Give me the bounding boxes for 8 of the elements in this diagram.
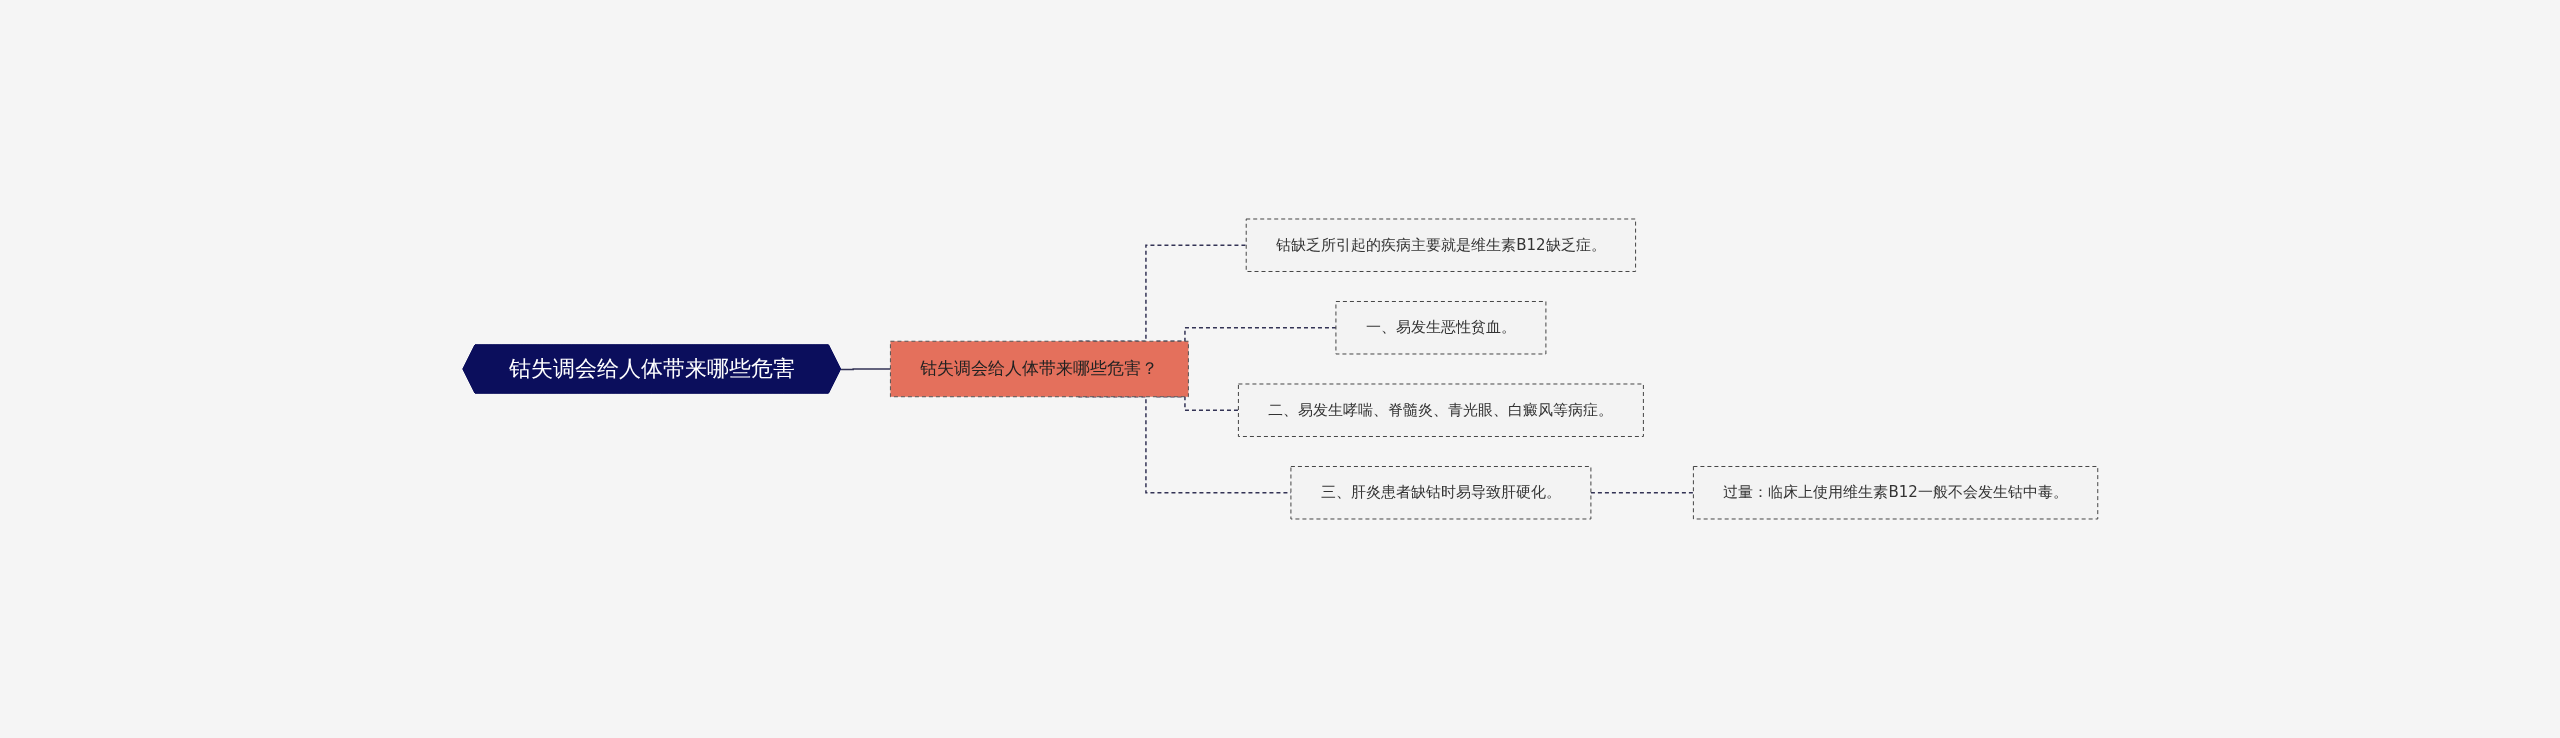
connector [1589, 492, 1694, 494]
node-box: 一、易发生恶性贫血。 [1335, 301, 1546, 355]
connector [839, 368, 891, 371]
node-box: 钴缺乏所引起的疾病主要就是维生素B12缺乏症。 [1245, 218, 1636, 272]
node-box: 钴失调会给人体带来哪些危害？ [889, 340, 1189, 398]
node-box: 过量：临床上使用维生素B12一般不会发生钴中毒。 [1692, 466, 2098, 520]
node-box: 三、肝炎患者缺钴时易导致肝硬化。 [1290, 466, 1591, 520]
node-box: 二、易发生哮喘、脊髓炎、青光眼、白癜风等病症。 [1237, 383, 1644, 437]
